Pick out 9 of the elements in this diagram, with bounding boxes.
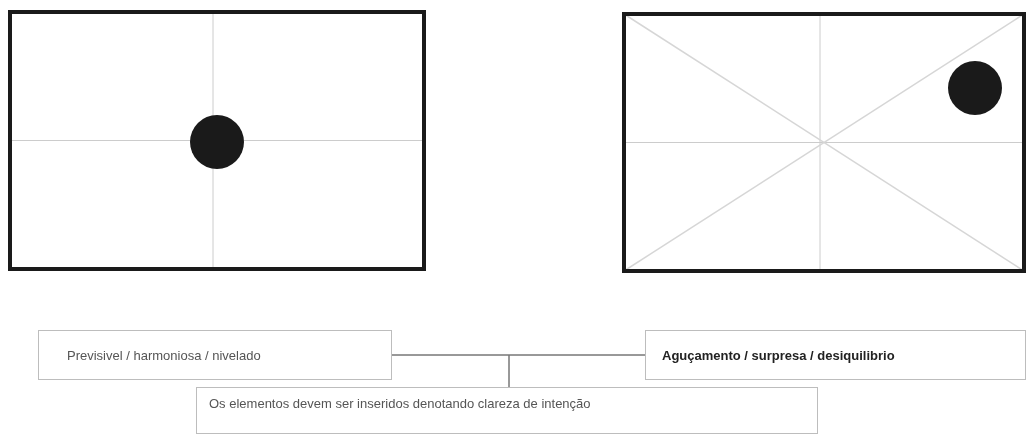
text-box — [38, 330, 392, 380]
composition-frame — [8, 10, 426, 271]
label-text: Aguçamento / surpresa / desiquilibrio — [662, 347, 895, 363]
composition-frame — [622, 12, 1026, 273]
connector-line — [508, 354, 646, 388]
text-box — [196, 387, 818, 434]
text-box — [645, 330, 1026, 380]
label-text: Os elementos devem ser inseridos denotando clareza de intenção — [209, 396, 591, 411]
label-text: Previsivel / harmoniosa / nivelado — [67, 347, 261, 363]
